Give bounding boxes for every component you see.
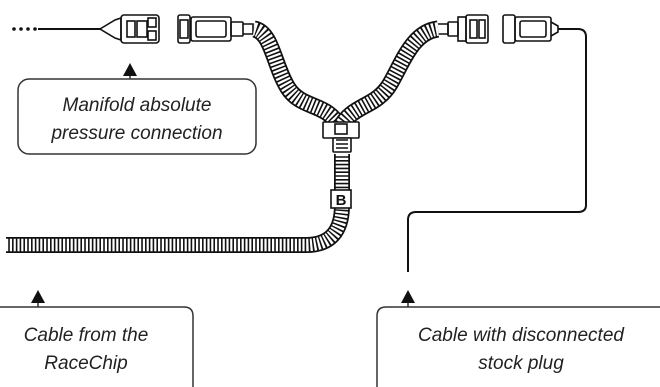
svg-text:RaceChip: RaceChip xyxy=(44,353,127,374)
harness-connector-left xyxy=(177,14,254,44)
callout-stock: Cable with disconnected stock plug xyxy=(376,290,660,387)
junction-b-label: B xyxy=(330,189,352,209)
svg-text:pressure connection: pressure connection xyxy=(50,123,222,144)
stock-plug-cable xyxy=(407,28,587,272)
callout-racechip: Cable from the RaceChip xyxy=(0,290,194,387)
harness-connector-right xyxy=(438,14,489,44)
svg-text:B: B xyxy=(336,192,347,209)
svg-text:Cable from the: Cable from the xyxy=(24,325,149,346)
stock-plug xyxy=(502,14,559,44)
svg-text:stock plug: stock plug xyxy=(478,353,564,374)
coiled-harness-racechip-branch xyxy=(6,154,350,253)
manifold-lead-wire xyxy=(12,27,100,31)
svg-text:Cable with disconnected: Cable with disconnected xyxy=(418,325,625,346)
manifold-sensor-plug xyxy=(98,14,160,44)
svg-text:Manifold absolute: Manifold absolute xyxy=(63,95,212,116)
callout-racechip-arrow xyxy=(31,290,45,303)
callout-stock-arrow xyxy=(401,290,415,303)
t-junction xyxy=(322,121,360,153)
callout-manifold-arrow xyxy=(123,63,137,76)
callout-manifold: Manifold absolute pressure connection xyxy=(17,63,257,155)
